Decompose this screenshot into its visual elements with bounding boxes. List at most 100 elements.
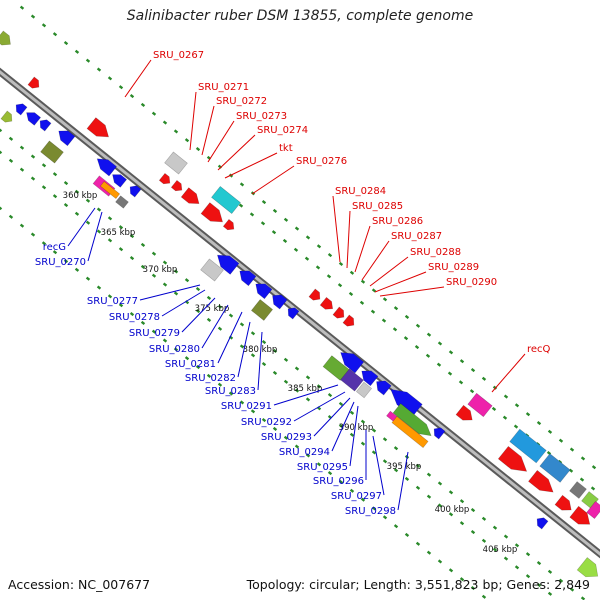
ring-dot (536, 582, 542, 588)
ring-dot (8, 214, 14, 219)
leader-line (189, 91, 197, 151)
ring-dot (107, 294, 113, 299)
genome-summary-text: Topology: circular; Length: 3,551,823 bp… (246, 577, 590, 592)
ring-dot (107, 76, 113, 81)
leader-line (181, 297, 216, 333)
gene-box (211, 185, 241, 215)
ring-dot (382, 297, 388, 302)
ring-dot (217, 382, 223, 387)
ring-dot (129, 233, 135, 239)
ring-dot (315, 265, 321, 270)
ring-dot (304, 256, 310, 261)
ring-dot (239, 322, 245, 327)
ring-dot (195, 309, 201, 314)
ring-dot (63, 40, 69, 46)
ring-dot (151, 111, 157, 116)
gene-box (200, 258, 224, 282)
ring-dot (382, 459, 388, 464)
ring-dot (293, 247, 299, 252)
ring-dot (569, 447, 575, 452)
ring-dot (30, 176, 36, 181)
ring-dot (426, 472, 432, 477)
ring-dot (414, 344, 420, 350)
reverse-gene-label: SRU_0270 (35, 257, 86, 268)
gene-arrow (272, 294, 288, 310)
leader-line (207, 120, 235, 163)
ring-dot (536, 420, 542, 426)
ring-dot (305, 235, 311, 240)
ring-dot (250, 409, 256, 414)
leader-line (217, 311, 243, 364)
ring-dot (30, 154, 36, 159)
ring-dot (426, 494, 432, 499)
ring-dot (547, 429, 553, 434)
gene-box (40, 140, 64, 164)
reverse-gene-label: SRU_0295 (297, 462, 348, 473)
ring-dot (514, 543, 520, 548)
forward-gene-label: tkt (279, 143, 293, 154)
ring-dot (338, 401, 344, 407)
ring-dot (41, 23, 47, 28)
gene-box (340, 368, 364, 392)
reverse-gene-label: SRU_0281 (165, 359, 216, 370)
gene-arrow (0, 30, 11, 46)
gene-box (115, 195, 129, 209)
gene-arrow (536, 517, 549, 530)
gene-arrow (308, 288, 321, 301)
ring-dot (371, 506, 377, 511)
ring-dot (360, 279, 366, 284)
reverse-gene-label: SRU_0298 (345, 506, 396, 517)
gene-arrow (39, 119, 52, 132)
ring-dot (359, 300, 365, 305)
gene-box (569, 481, 587, 499)
ring-dot (316, 462, 322, 467)
scale-tick-label: 385 kbp (288, 384, 323, 394)
ring-dot (393, 524, 399, 529)
leader-line (124, 59, 152, 98)
forward-gene-label: SRU_0286 (372, 216, 423, 227)
gene-arrow (528, 469, 554, 493)
ring-dot (96, 207, 102, 212)
gene-arrow (180, 187, 200, 204)
scale-tick-label: 360 kbp (63, 191, 98, 201)
ring-dot (437, 503, 443, 508)
ring-dot (118, 85, 124, 90)
gene-box (539, 453, 571, 483)
ring-dot (228, 391, 234, 396)
ring-dot (349, 410, 355, 415)
gene-box (355, 381, 373, 399)
ring-dot (470, 507, 476, 513)
gene-labels-layer: SRU_0267SRU_0271SRU_0272SRU_0273SRU_0274… (35, 50, 551, 517)
leader-line (397, 451, 409, 511)
ring-dot (580, 596, 586, 600)
ring-dot (569, 587, 575, 592)
leader-line (67, 207, 96, 247)
ring-dot (260, 221, 266, 226)
reverse-gene-label: SRU_0277 (87, 296, 138, 307)
ring-dot (96, 67, 102, 72)
ring-dot (415, 541, 421, 546)
gene-box (250, 299, 274, 321)
reverse-gene-label: SRU_0293 (261, 432, 312, 443)
ring-dot (74, 49, 80, 54)
backbone-inner (0, 70, 600, 556)
leader-line (346, 210, 351, 269)
ring-dot (96, 229, 102, 234)
gene-arrow (497, 445, 528, 472)
scale-tick-label: 395 kbp (387, 462, 422, 472)
ring-dot (140, 320, 146, 325)
ring-dot (448, 490, 454, 495)
gene-box (467, 392, 493, 418)
ring-dot (426, 332, 432, 337)
ring-dot (30, 14, 36, 19)
leader-line (361, 240, 390, 281)
ring-dot (327, 393, 333, 398)
ring-dot (338, 423, 344, 429)
ring-dot (371, 428, 377, 433)
ring-dot (283, 379, 289, 384)
ring-dot (63, 202, 69, 208)
ring-dot (492, 385, 498, 390)
ring-dot (0, 127, 3, 133)
